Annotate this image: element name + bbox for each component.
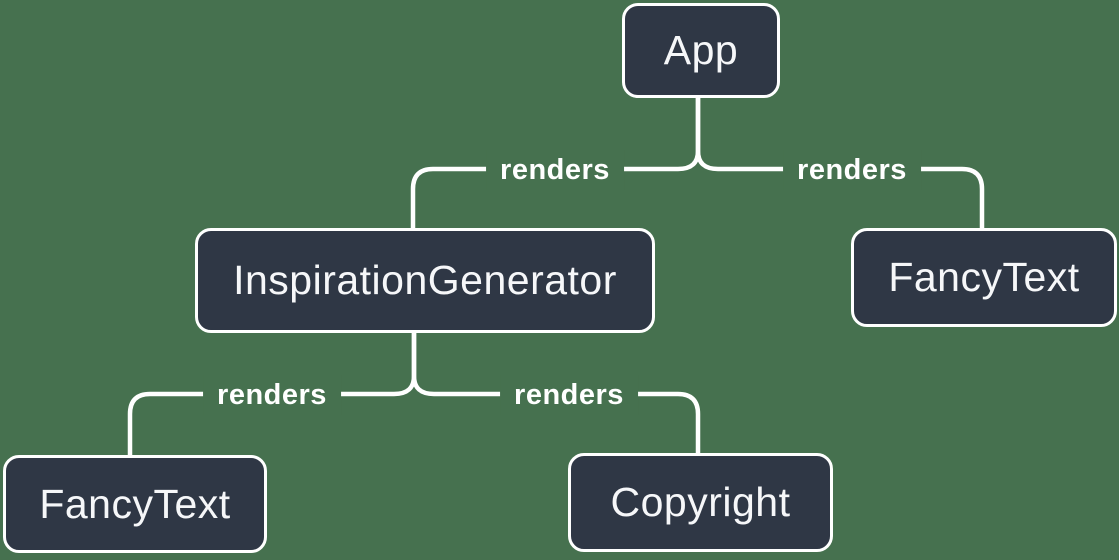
edge-label-renders: renders <box>783 150 921 190</box>
edge-label-renders: renders <box>203 375 341 415</box>
node-copyright: Copyright <box>568 453 833 552</box>
node-app: App <box>622 3 780 98</box>
edge-label-renders: renders <box>486 150 624 190</box>
node-fancytext-bottom-left: FancyText <box>3 455 267 553</box>
edge-label-renders: renders <box>500 375 638 415</box>
node-fancytext-top-right: FancyText <box>851 228 1117 327</box>
node-inspiration-generator: InspirationGenerator <box>195 228 655 333</box>
